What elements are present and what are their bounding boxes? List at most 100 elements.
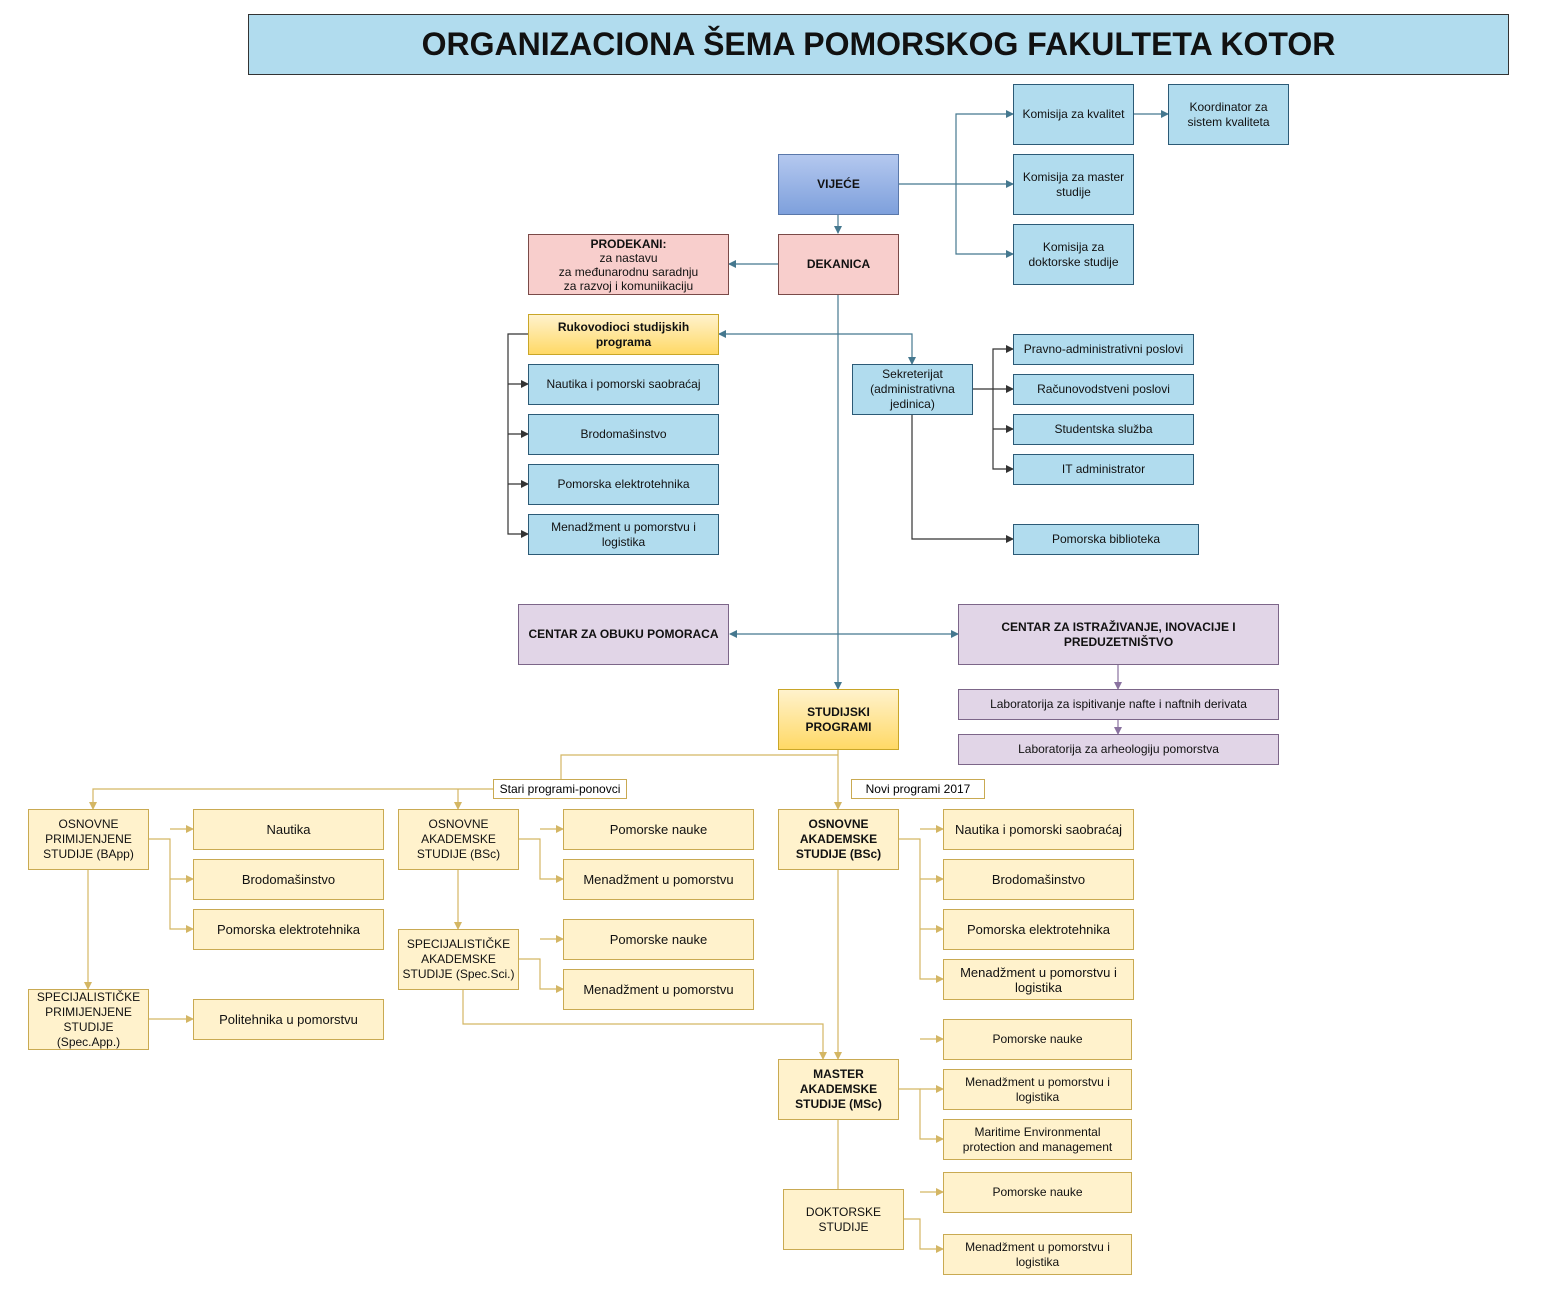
osnovne-akademske-novi-box: OSNOVNE AKADEMSKE STUDIJE (BSc) [778,809,899,870]
laboratorija-label: Laboratorija za ispitivanje nafte i naft… [990,697,1247,711]
prodekani-box: PRODEKANI: za nastavu za međunarodnu sar… [528,234,729,295]
vijece-label: VIJEĆE [817,177,860,191]
rukovodioci-item-label: Pomorska elektrotehnika [557,477,690,491]
program-item: Brodomašinstvo [193,859,384,900]
program-item-label: Brodomašinstvo [991,872,1086,887]
program-item-label: Pomorske nauke [609,932,708,947]
centar-istrazivanje-label: CENTAR ZA ISTRAŽIVANJE, INOVACIJE I PRED… [1001,619,1236,649]
osnovne-primijenjene-label: OSNOVNE PRIMIJENJENE STUDIJE (BApp) [43,817,134,861]
prodekani-title: PRODEKANI: [590,236,667,251]
program-item-label: Pomorske nauke [992,1032,1083,1046]
rukovodioci-label: Rukovodioci studijskih programa [557,319,690,349]
page-title-text: ORGANIZACIONA ŠEMA POMORSKOG FAKULTETA K… [421,26,1336,62]
program-item: Menadžment u pomorstvu [563,859,754,900]
studijski-programi-box: STUDIJSKI PROGRAMI [778,689,899,750]
koordinator-label: Koordinator za sistem kvaliteta [1187,99,1270,129]
komisija-kvalitet-label: Komisija za kvalitet [1022,107,1125,121]
centar-istrazivanje-box: CENTAR ZA ISTRAŽIVANJE, INOVACIJE I PRED… [958,604,1279,665]
sekretarijat-item-label: Pravno-administrativni poslovi [1023,342,1184,356]
osnovne-akademske-stari-label: OSNOVNE AKADEMSKE STUDIJE (BSc) [416,817,501,861]
komisija-doktorske-label: Komisija za doktorske studije [1028,239,1119,269]
sekretarijat-item: Studentska služba [1013,414,1194,445]
dekanica-box: DEKANICA [778,234,899,295]
laboratorija-box: Laboratorija za ispitivanje nafte i naft… [958,689,1279,720]
rukovodioci-box: Rukovodioci studijskih programa [528,314,719,355]
page-title: ORGANIZACIONA ŠEMA POMORSKOG FAKULTETA K… [248,14,1509,75]
prodekani-line: za međunarodnu saradnju [558,264,699,279]
program-item: Brodomašinstvo [943,859,1134,900]
program-item-label: Menadžment u pomorstvu i logistika [960,964,1117,995]
program-item: Pomorske nauke [943,1019,1132,1060]
master-label: MASTER AKADEMSKE STUDIJE (MSc) [795,1067,882,1111]
rukovodioci-item: Menadžment u pomorstvu i logistika [528,514,719,555]
program-item: Menadžment u pomorstvu [563,969,754,1010]
rukovodioci-item-label: Nautika i pomorski saobraćaj [546,377,701,391]
prodekani-line: za razvoj i komuniikaciju [563,278,694,293]
doktorske-label: DOKTORSKE STUDIJE [805,1204,882,1234]
laboratorija-label: Laboratorija za arheologiju pomorstva [1018,742,1219,756]
sekretarijat-item-label: Studentska služba [1054,422,1153,436]
program-item: Menadžment u pomorstvu i logistika [943,1069,1132,1110]
program-item-label: Menadžment u pomorstvu [583,982,734,997]
program-item: Menadžment u pomorstvu i logistika [943,1234,1132,1275]
centar-obuka-label: CENTAR ZA OBUKU POMORACA [528,627,719,641]
program-item-label: Maritime Environmental protection and ma… [962,1124,1113,1154]
program-item: Maritime Environmental protection and ma… [943,1119,1132,1160]
dekanica-label: DEKANICA [806,257,871,271]
program-item-label: Menadžment u pomorstvu i logistika [965,1074,1110,1104]
rukovodioci-item: Brodomašinstvo [528,414,719,455]
rukovodioci-item-label: Menadžment u pomorstvu i logistika [551,519,696,549]
komisija-master-label: Komisija za master studije [1022,169,1125,199]
program-item: Pomorske nauke [943,1172,1132,1213]
program-item-label: Nautika [266,822,311,837]
rukovodioci-item: Nautika i pomorski saobraćaj [528,364,719,405]
program-item-label: Pomorske nauke [609,822,708,837]
program-item: Nautika i pomorski saobraćaj [943,809,1134,850]
specijalisticke-primijenjene-label: SPECIJALISTIČKE PRIMIJENJENE STUDIJE (Sp… [36,989,141,1049]
program-item: Nautika [193,809,384,850]
osnovne-akademske-stari-box: OSNOVNE AKADEMSKE STUDIJE (BSc) [398,809,519,870]
osnovne-primijenjene-box: OSNOVNE PRIMIJENJENE STUDIJE (BApp) [28,809,149,870]
sekretarijat-item-label: Računovodstveni poslovi [1037,382,1170,396]
stari-programi-label: Stari programi-ponovci [493,779,627,799]
komisija-kvalitet-box: Komisija za kvalitet [1013,84,1134,145]
program-item-label: Menadžment u pomorstvu [583,872,734,887]
laboratorija-box: Laboratorija za arheologiju pomorstva [958,734,1279,765]
sekretarijat-label: Sekreterijat (administrativna jedinica) [870,367,955,411]
program-item: Pomorske nauke [563,919,754,960]
specijalisticke-akademske-label: SPECIJALISTIČKE AKADEMSKE STUDIJE (Spec.… [402,937,515,981]
sekretarijat-item: Pravno-administrativni poslovi [1013,334,1194,365]
sekretarijat-item: Računovodstveni poslovi [1013,374,1194,405]
biblioteka-label: Pomorska biblioteka [1051,532,1161,546]
studijski-programi-label: STUDIJSKI PROGRAMI [805,704,872,734]
program-item-label: Pomorske nauke [992,1185,1083,1199]
novi-programi-text: Novi programi 2017 [865,782,971,796]
program-item-label: Politehnika u pomorstvu [219,1012,358,1027]
koordinator-box: Koordinator za sistem kvaliteta [1168,84,1289,145]
program-item-label: Brodomašinstvo [241,872,336,887]
novi-programi-label: Novi programi 2017 [851,779,985,799]
osnovne-akademske-novi-label: OSNOVNE AKADEMSKE STUDIJE (BSc) [795,817,882,861]
vijece-box: VIJEĆE [778,154,899,215]
program-item-label: Nautika i pomorski saobraćaj [955,822,1122,837]
sekretarijat-box: Sekreterijat (administrativna jedinica) [852,364,973,415]
sekretarijat-item-label: IT administrator [1061,462,1146,476]
sekretarijat-item: IT administrator [1013,454,1194,485]
specijalisticke-primijenjene-box: SPECIJALISTIČKE PRIMIJENJENE STUDIJE (Sp… [28,989,149,1050]
komisija-doktorske-box: Komisija za doktorske studije [1013,224,1134,285]
program-item-label: Pomorska elektrotehnika [216,922,361,937]
master-box: MASTER AKADEMSKE STUDIJE (MSc) [778,1059,899,1120]
program-item-label: Pomorska elektrotehnika [966,922,1111,937]
rukovodioci-item-label: Brodomašinstvo [580,427,667,441]
komisija-master-box: Komisija za master studije [1013,154,1134,215]
program-item-label: Menadžment u pomorstvu i logistika [965,1239,1110,1269]
doktorske-box: DOKTORSKE STUDIJE [783,1189,904,1250]
program-item: Pomorska elektrotehnika [193,909,384,950]
prodekani-line: za nastavu [599,250,658,265]
program-item: Pomorska elektrotehnika [943,909,1134,950]
specijalisticke-akademske-box: SPECIJALISTIČKE AKADEMSKE STUDIJE (Spec.… [398,929,519,990]
program-item: Menadžment u pomorstvu i logistika [943,959,1134,1000]
biblioteka-box: Pomorska biblioteka [1013,524,1199,555]
centar-obuka-box: CENTAR ZA OBUKU POMORACA [518,604,729,665]
